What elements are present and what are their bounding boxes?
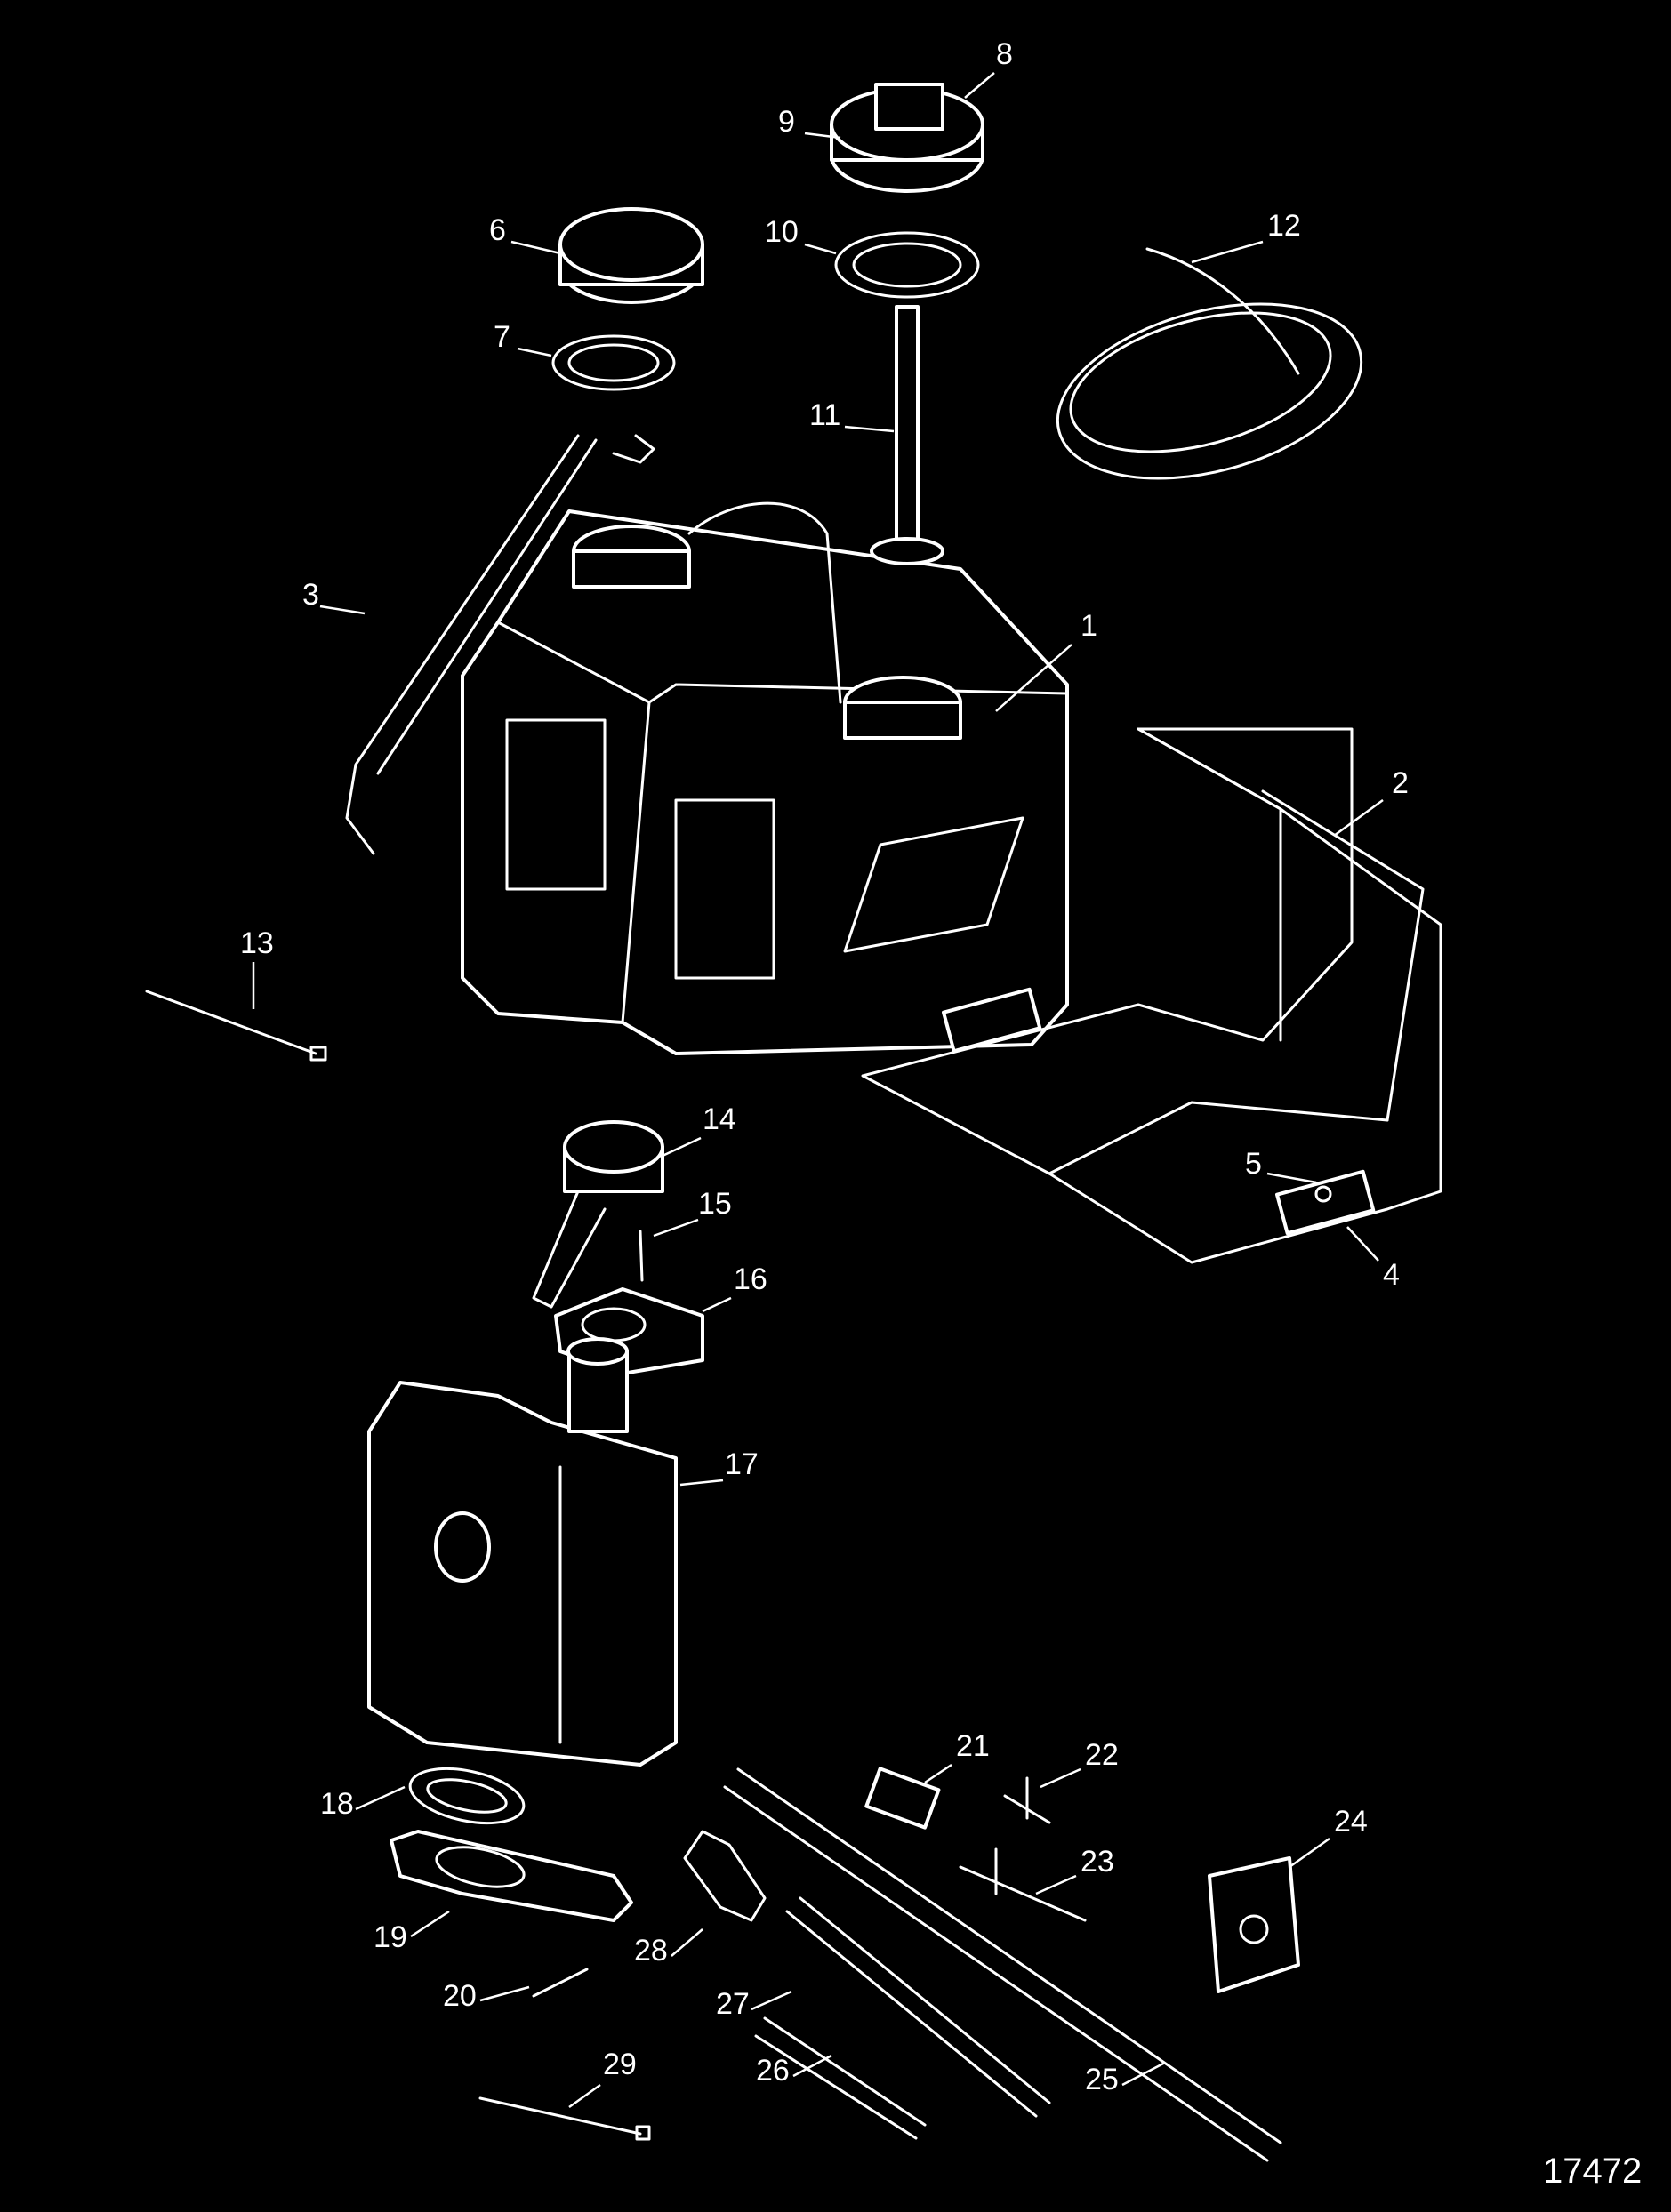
callout-23: 23 — [1081, 1845, 1114, 1879]
callout-17: 17 — [725, 1447, 759, 1481]
callout-29: 29 — [603, 2048, 637, 2081]
callout-leader-2 — [1333, 798, 1384, 838]
callout-leader-11 — [844, 425, 895, 433]
callout-leader-26 — [792, 2054, 832, 2078]
part-cable-tie-29 — [478, 2096, 651, 2141]
callout-20: 20 — [443, 1979, 477, 2013]
part-holder-clip — [1208, 1856, 1300, 1993]
callout-leader-7 — [517, 347, 552, 357]
callout-leader-12 — [1191, 240, 1264, 264]
part-fill-cap — [551, 207, 704, 391]
part-fuel-tank — [461, 501, 1069, 1055]
callout-leader-4 — [1346, 1226, 1379, 1262]
callout-8: 8 — [996, 37, 1013, 71]
callout-leader-27 — [751, 1990, 792, 2011]
callout-11: 11 — [809, 398, 840, 432]
callout-leader-3 — [319, 605, 366, 615]
callout-27: 27 — [716, 1987, 750, 2021]
callout-leader-8 — [964, 72, 995, 99]
part-gauge-assembly — [830, 83, 984, 565]
callout-28: 28 — [634, 1934, 668, 1968]
callout-leader-18 — [355, 1785, 406, 1811]
part-strap — [345, 434, 655, 855]
callout-leader-24 — [1289, 1837, 1330, 1869]
callout-leader-15 — [653, 1218, 699, 1238]
callout-leader-16 — [702, 1296, 732, 1313]
callout-leader-20 — [479, 1985, 530, 2002]
figure-number: 17472 — [1543, 2152, 1642, 2191]
callout-1: 1 — [1081, 609, 1097, 643]
part-clamp — [942, 987, 1376, 1236]
callout-leader-14 — [662, 1136, 702, 1158]
callout-25: 25 — [1085, 2063, 1119, 2096]
callout-16: 16 — [734, 1262, 767, 1296]
callout-13: 13 — [240, 926, 274, 960]
callout-19: 19 — [374, 1920, 407, 1954]
callout-18: 18 — [320, 1787, 354, 1821]
callout-leader-10 — [804, 243, 837, 255]
callout-9: 9 — [778, 105, 795, 139]
callout-leader-1 — [995, 644, 1072, 712]
callout-7: 7 — [494, 320, 510, 354]
callout-26: 26 — [756, 2054, 790, 2088]
callout-14: 14 — [703, 1102, 736, 1136]
callout-leader-23 — [1035, 1874, 1077, 1895]
part-tubing — [723, 1767, 1282, 2162]
callout-3: 3 — [302, 578, 319, 612]
callout-leader-28 — [671, 1928, 703, 1957]
callout-2: 2 — [1392, 766, 1409, 800]
callout-12: 12 — [1267, 209, 1301, 243]
callout-leader-5 — [1266, 1172, 1317, 1184]
callout-leader-25 — [1121, 2061, 1166, 2087]
callout-6: 6 — [489, 213, 506, 247]
part-reservoir-mount — [390, 1767, 633, 1998]
part-fittings — [864, 1767, 1087, 1922]
callout-leader-29 — [568, 2083, 601, 2109]
part-hose — [1056, 247, 1363, 480]
callout-leader-22 — [1040, 1767, 1081, 1789]
callout-15: 15 — [698, 1187, 732, 1221]
callout-24: 24 — [1334, 1805, 1368, 1839]
callout-10: 10 — [765, 215, 799, 249]
part-p-clip — [683, 1830, 767, 1922]
callout-5: 5 — [1245, 1147, 1262, 1181]
callout-leader-9 — [804, 132, 841, 140]
callout-4: 4 — [1383, 1258, 1400, 1292]
part-tank-cradle — [861, 727, 1442, 1264]
callout-leader-21 — [924, 1763, 952, 1784]
part-cable-tie-13 — [145, 990, 327, 1062]
callout-22: 22 — [1085, 1738, 1119, 1772]
callout-leader-19 — [410, 1910, 450, 1938]
part-oil-cap — [532, 1120, 704, 1375]
callout-21: 21 — [956, 1729, 990, 1763]
callout-leader-17 — [679, 1479, 724, 1487]
part-oil-reservoir — [367, 1337, 678, 1767]
callout-leader-6 — [510, 240, 561, 255]
